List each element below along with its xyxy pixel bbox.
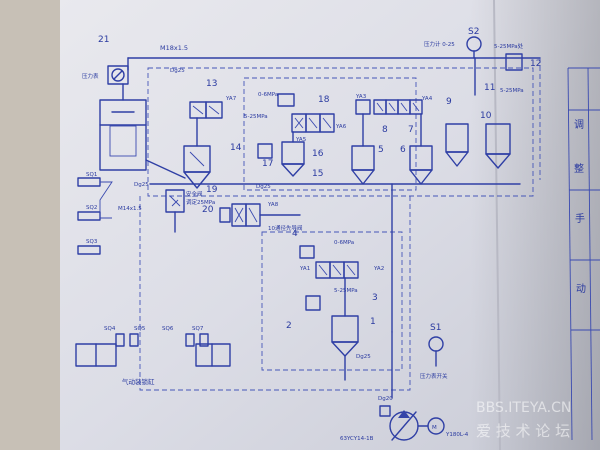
title-block-text: 调 <box>574 119 584 131</box>
component-number: 8 <box>382 125 388 135</box>
valve-group-5-8: YA3 YA4 7 8 5 6 <box>351 94 433 185</box>
directional-valve-19: 19 YA8 10通径先导阀 <box>206 185 303 232</box>
component-number: 15 <box>312 169 323 179</box>
component-number: 14 <box>230 143 242 153</box>
motor-symbol: M <box>432 425 437 431</box>
pipe-size-label: Dg25 <box>356 354 371 360</box>
pipe-size-label: Dg25 <box>256 184 271 190</box>
gauge-label: 压力计 0-25 <box>424 40 455 48</box>
pneumatic-switches: SQ4 SQ5 SQ6 SQ7 气动装锁缸 <box>75 326 231 386</box>
safety-valve-20: 20 安全阀 调定25MPa <box>165 189 215 233</box>
solenoid-label: YA3 <box>355 94 367 100</box>
switch-label: SQ3 <box>86 239 98 245</box>
title-block-text: 动 <box>576 283 586 295</box>
paper-shadow <box>470 0 600 450</box>
component-number: 2 <box>286 321 292 331</box>
component-number: 20 <box>202 205 214 215</box>
solenoid-label: YA5 <box>295 137 307 143</box>
switch-label: SQ5 <box>134 326 146 332</box>
component-number: 18 <box>318 95 330 105</box>
switch-label: SQ6 <box>162 326 174 332</box>
limit-switch-group: SQ1 SQ2 SQ3 M14x1.5 <box>77 172 142 255</box>
thread-label: M14x1.5 <box>118 206 142 212</box>
gauge-label: 压力表 <box>82 72 99 80</box>
pressure-label: 5-25MPa <box>500 88 524 94</box>
watermark: BBS.ITEYA.CN 爱 技 术 论 坛 <box>476 400 571 440</box>
pipe-size-label: Dg25 <box>170 68 185 74</box>
component-number: 3 <box>372 293 378 303</box>
solenoid-label: YA8 <box>267 202 279 208</box>
valve-label: 调定25MPa <box>186 198 215 206</box>
hydraulic-cylinder: Dg25 <box>99 83 186 188</box>
pressure-label: 5-25MPa <box>244 114 268 120</box>
solenoid-label: YA6 <box>335 124 347 130</box>
switch-label: SQ2 <box>86 205 97 211</box>
solenoid-label: YA7 <box>225 96 237 102</box>
motor-label: Y180L-4 <box>445 432 469 438</box>
pressure-label: 0-6MPa <box>258 92 278 98</box>
watermark-text: BBS.ITEYA.CN <box>476 400 571 416</box>
component-number: 7 <box>408 125 414 135</box>
component-number: 4 <box>292 229 298 239</box>
valve-cluster-15-18: 0-6MPa 18 5-25MPa YA6 YA5 17 16 15 <box>244 92 347 179</box>
title-block-text: 整 <box>574 162 584 175</box>
gauge-s1: S1 压力表开关 <box>420 323 448 380</box>
pipe-size-label: Dg20 <box>378 396 393 402</box>
valve-block-outline <box>139 67 534 391</box>
switch-label: SQ7 <box>192 326 204 332</box>
thread-label: M18x1.5 <box>160 44 188 52</box>
component-number: 13 <box>206 79 217 89</box>
solenoid-label: YA4 <box>421 96 433 102</box>
right-title-block: 调 整 手 动 <box>567 67 600 441</box>
component-number: 5 <box>378 145 384 155</box>
valve-label: 安全阀 <box>186 190 203 198</box>
return-line: Dg25 <box>149 183 521 333</box>
component-number: 19 <box>206 185 218 195</box>
component-number: S2 <box>468 27 479 37</box>
cylinder-caption: 气动装锁缸 <box>122 377 155 386</box>
component-number: 6 <box>400 145 406 155</box>
pipe-size-label: Dg25 <box>134 182 149 188</box>
pressure-label: 0-6MPa <box>334 240 354 246</box>
pressure-label: 5-25MPa <box>334 288 358 294</box>
valve-group-9-12: 9 11 10 5-25MPa 12 5-25MPa处 S2 压力计 0-25 <box>424 27 541 169</box>
relief-valve-14: 14 <box>183 117 242 189</box>
left-edge <box>0 0 60 450</box>
component-number: S1 <box>430 323 441 333</box>
watermark-text: 爱 技 术 论 坛 <box>476 422 570 440</box>
valve-13: 13 YA7 <box>189 79 237 119</box>
component-number: 10 <box>480 111 492 121</box>
solenoid-label: YA2 <box>373 266 384 272</box>
component-number: 1 <box>370 317 376 327</box>
component-number: 16 <box>312 149 324 159</box>
switch-label: SQ4 <box>104 326 116 332</box>
title-block-text: 手 <box>575 212 585 225</box>
pressure-label: 5-25MPa处 <box>494 42 524 50</box>
paper-fold <box>493 0 501 450</box>
component-number: 17 <box>262 159 273 169</box>
pump-motor: Dg20 M Y180L-4 63YCY14-1B <box>340 331 469 442</box>
drawing-number: 63YCY14-1B <box>340 436 374 442</box>
component-number: 9 <box>446 97 452 107</box>
lower-valve-block: 4 0-6MPa YA1 YA2 5-25MPa 3 2 1 Dg25 <box>286 229 384 381</box>
switch-label: SQ1 <box>86 172 97 178</box>
component-number: 12 <box>530 59 541 69</box>
component-number: 11 <box>484 83 495 93</box>
valve-label: 10通径先导阀 <box>268 224 303 232</box>
solenoid-label: YA1 <box>299 266 310 272</box>
gauge-21: 21 压力表 <box>82 35 129 85</box>
gauge-label: 压力表开关 <box>420 372 448 380</box>
component-number: 21 <box>98 35 109 45</box>
